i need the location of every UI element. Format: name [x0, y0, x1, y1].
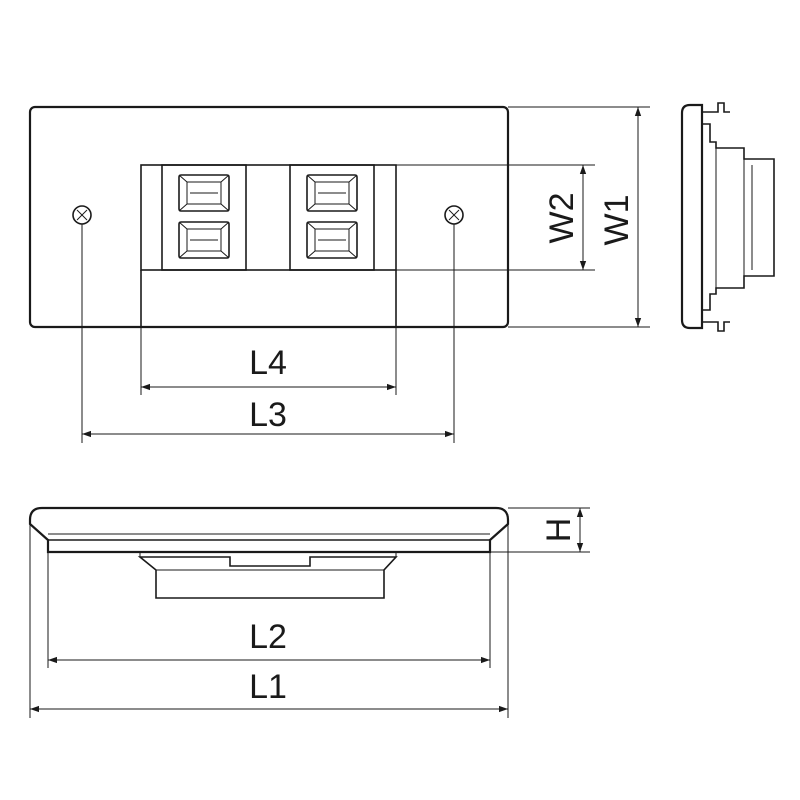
- faceplate-outline: [28, 105, 510, 329]
- front-view: L4 L3 W2 W1: [28, 105, 650, 443]
- label-l2: L2: [249, 618, 287, 656]
- dimension-l2: L2: [47, 552, 491, 668]
- outlet-right: [289, 164, 375, 271]
- label-w1: W1: [598, 195, 636, 246]
- outlet-module: [140, 164, 397, 327]
- dimension-l4: L4: [140, 327, 397, 395]
- label-w2: W2: [543, 193, 581, 244]
- outlet-left: [161, 164, 247, 271]
- dimension-h: H: [490, 507, 590, 553]
- screw-left-icon: [72, 205, 92, 225]
- screw-right-icon: [444, 205, 464, 225]
- bottom-view: H L2 L1: [28, 506, 590, 718]
- label-l3: L3: [249, 396, 287, 434]
- dimension-w2: W2: [396, 164, 595, 271]
- label-l4: L4: [249, 344, 287, 382]
- side-view: [680, 102, 775, 332]
- dimension-l3: L3: [81, 224, 455, 443]
- label-l1: L1: [249, 668, 287, 706]
- dimension-l1: L1: [29, 524, 509, 718]
- label-h: H: [540, 518, 578, 543]
- dimension-w1: W1: [508, 106, 650, 328]
